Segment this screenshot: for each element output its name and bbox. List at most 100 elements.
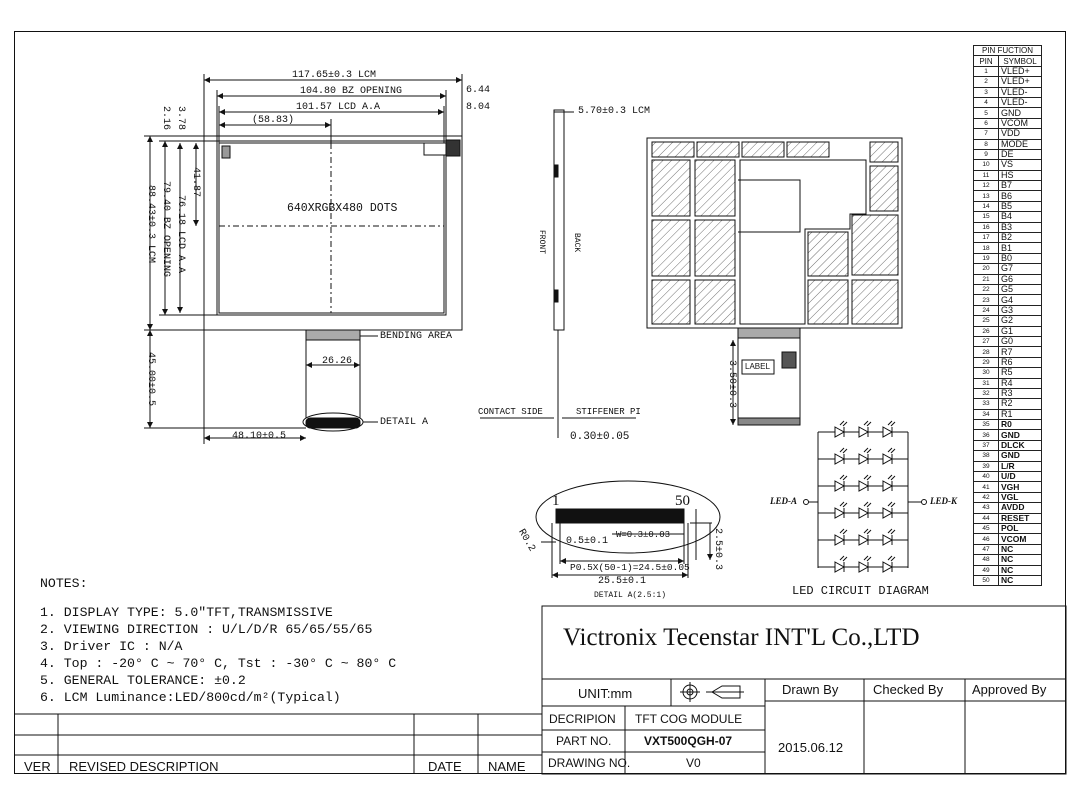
pin-symbol: B1 [998, 242, 1042, 254]
pin-symbol: R0 [998, 419, 1042, 431]
pin-number: 20 [973, 263, 999, 275]
dim-stiffener-thickness: 0.30±0.05 [570, 431, 630, 443]
pin-symbol: VS [998, 159, 1042, 171]
dim-lcm-height: 88.43±0.3 LCM [145, 185, 156, 264]
dim-bz-width: 104.80 BZ OPENING [300, 86, 403, 97]
pin-symbol: HS [998, 169, 1042, 182]
led-diode-icon [882, 528, 896, 546]
bending-area-label: BENDING AREA [380, 331, 453, 342]
pin-number: 7 [973, 128, 999, 140]
notes-title: NOTES: [40, 576, 88, 591]
drawing-no-label: DRAWING NO. [548, 756, 631, 770]
led-diode-icon [882, 447, 896, 465]
led-circuit-title: LED CIRCUIT DIAGRAM [792, 584, 929, 598]
led-cathode-label: LED-K [930, 496, 957, 506]
pin-number: 13 [973, 190, 999, 202]
pin-number: 23 [973, 294, 999, 306]
pin-symbol: G6 [998, 273, 1042, 286]
dim-center-x: (58.83) [252, 115, 295, 126]
led-diode-icon [834, 501, 848, 519]
detail-pitch: P0.5X(50-1)=24.5±0.05 [570, 562, 690, 573]
pin-symbol: AVDD [998, 502, 1042, 514]
led-diode-icon [834, 447, 848, 465]
drawn-by-label: Drawn By [782, 682, 839, 697]
led-diode-icon [834, 528, 848, 546]
dim-lcd-aa-height: 76.18 LCD A.A [175, 195, 186, 274]
checked-by-label: Checked By [873, 682, 944, 697]
pin-number: 32 [973, 387, 999, 400]
pin-symbol: R5 [998, 367, 1042, 379]
pin-symbol: DLCK [998, 439, 1042, 452]
pin-number: 21 [973, 273, 999, 286]
led-anode-label: LED-A [770, 496, 797, 506]
dim-offset-right-2: 8.04 [466, 102, 491, 113]
dim-offset-top-2: 3.78 [175, 106, 186, 131]
pin-number: 39 [973, 460, 999, 473]
dim-fpc-length: 45.00±0.5 [145, 352, 156, 407]
pin-number: 29 [973, 356, 999, 369]
pin-symbol: MODE [998, 138, 1042, 150]
detail-height: 2.5±0.3 [712, 528, 723, 571]
pin-number: 44 [973, 512, 999, 524]
pin-number: 28 [973, 346, 999, 358]
led-diode-icon [858, 447, 872, 465]
pin-table-header: PIN FUCTION [973, 44, 1042, 57]
pin-symbol: GND [998, 429, 1042, 441]
pin-number: 30 [973, 367, 999, 379]
pin-number: 17 [973, 232, 999, 244]
detail-pin-first: 1 [552, 493, 560, 509]
pin-symbol: VCOM [998, 533, 1042, 545]
front-view [144, 74, 463, 444]
pin-number: 24 [973, 304, 999, 317]
pin-symbol: R3 [998, 387, 1042, 400]
detail-total-width: 25.5±0.1 [598, 576, 647, 587]
dim-center-y: 41.87 [190, 167, 201, 198]
pin-symbol: B3 [998, 221, 1042, 234]
pin-symbol: R4 [998, 377, 1042, 389]
title-block-lines [14, 605, 1067, 775]
led-diode-icon [882, 501, 896, 519]
pin-symbol: VLED- [998, 96, 1042, 109]
led-diode-icon [834, 555, 848, 573]
back-label: BACK [572, 233, 581, 253]
led-diode-icon [834, 474, 848, 492]
bending-area-strip [305, 329, 361, 341]
decription-value: TFT COG MODULE [635, 712, 743, 726]
part-no-value: VXT500QGH-07 [644, 734, 733, 748]
pin-number: 18 [973, 242, 999, 254]
pin-symbol: L/R [998, 460, 1042, 473]
pin-symbol: VLED+ [998, 76, 1042, 88]
pin-number: 2 [973, 76, 999, 88]
pin-symbol: G7 [998, 263, 1042, 275]
back-view [646, 137, 903, 426]
pin-number: 6 [973, 117, 999, 130]
pin-symbol: DE [998, 148, 1042, 161]
pin-number: 1 [973, 65, 999, 78]
pin-number: 11 [973, 169, 999, 182]
pin-symbol: R1 [998, 408, 1042, 421]
pin-number: 34 [973, 408, 999, 421]
drawing-frame [14, 31, 1066, 774]
dim-lcm-width: 117.65±0.3 LCM [292, 70, 377, 81]
